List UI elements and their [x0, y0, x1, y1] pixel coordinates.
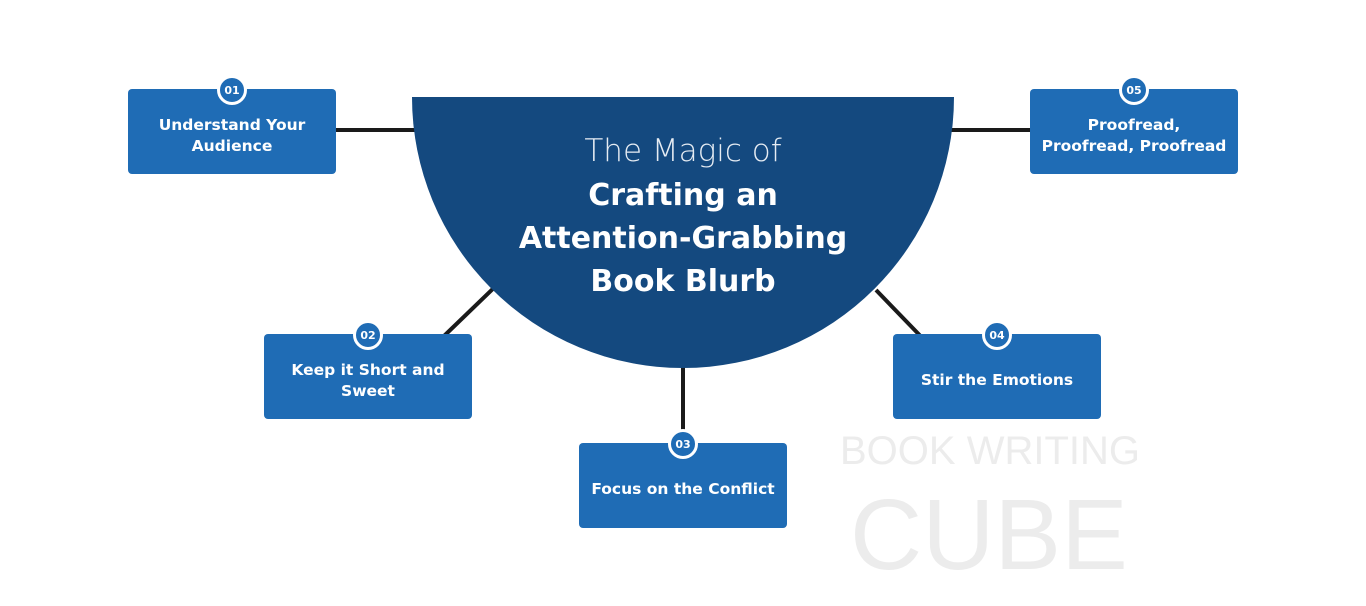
step-box-02: 02 Keep it Short and Sweet	[264, 320, 472, 419]
connector-03	[681, 365, 685, 445]
step-number-badge: 02	[353, 320, 383, 350]
watermark-logo: CUBE	[850, 479, 1128, 591]
step-number-badge: 05	[1119, 75, 1149, 105]
step-box-04: 04 Stir the Emotions	[893, 320, 1101, 419]
title-line-3: Attention-Grabbing	[518, 221, 848, 256]
step-number-badge: 01	[217, 75, 247, 105]
title-line-1: The Magic of	[584, 133, 782, 169]
connector-01	[336, 128, 416, 132]
watermark-text: BOOK WRITING	[840, 429, 1140, 473]
connector-05	[950, 128, 1030, 132]
step-label: Keep it Short and Sweet	[291, 360, 445, 400]
title-line-2: Crafting an	[588, 178, 778, 213]
step-number-badge: 03	[668, 429, 698, 459]
step-label: Understand Your Audience	[158, 115, 306, 155]
diagram-title: The Magic of Crafting an Attention-Grabb…	[412, 128, 954, 303]
step-label: Stir the Emotions	[920, 371, 1074, 389]
step-label: Proofread, Proofread, Proofread	[1041, 115, 1227, 155]
step-number-badge: 04	[982, 320, 1012, 350]
step-box-03: 03 Focus on the Conflict	[579, 429, 787, 528]
step-label: Focus on the Conflict	[591, 480, 775, 498]
step-box-05: 05 Proofread, Proofread, Proofread	[1030, 75, 1238, 174]
title-line-4: Book Blurb	[590, 264, 776, 299]
step-box-01: 01 Understand Your Audience	[128, 75, 336, 174]
